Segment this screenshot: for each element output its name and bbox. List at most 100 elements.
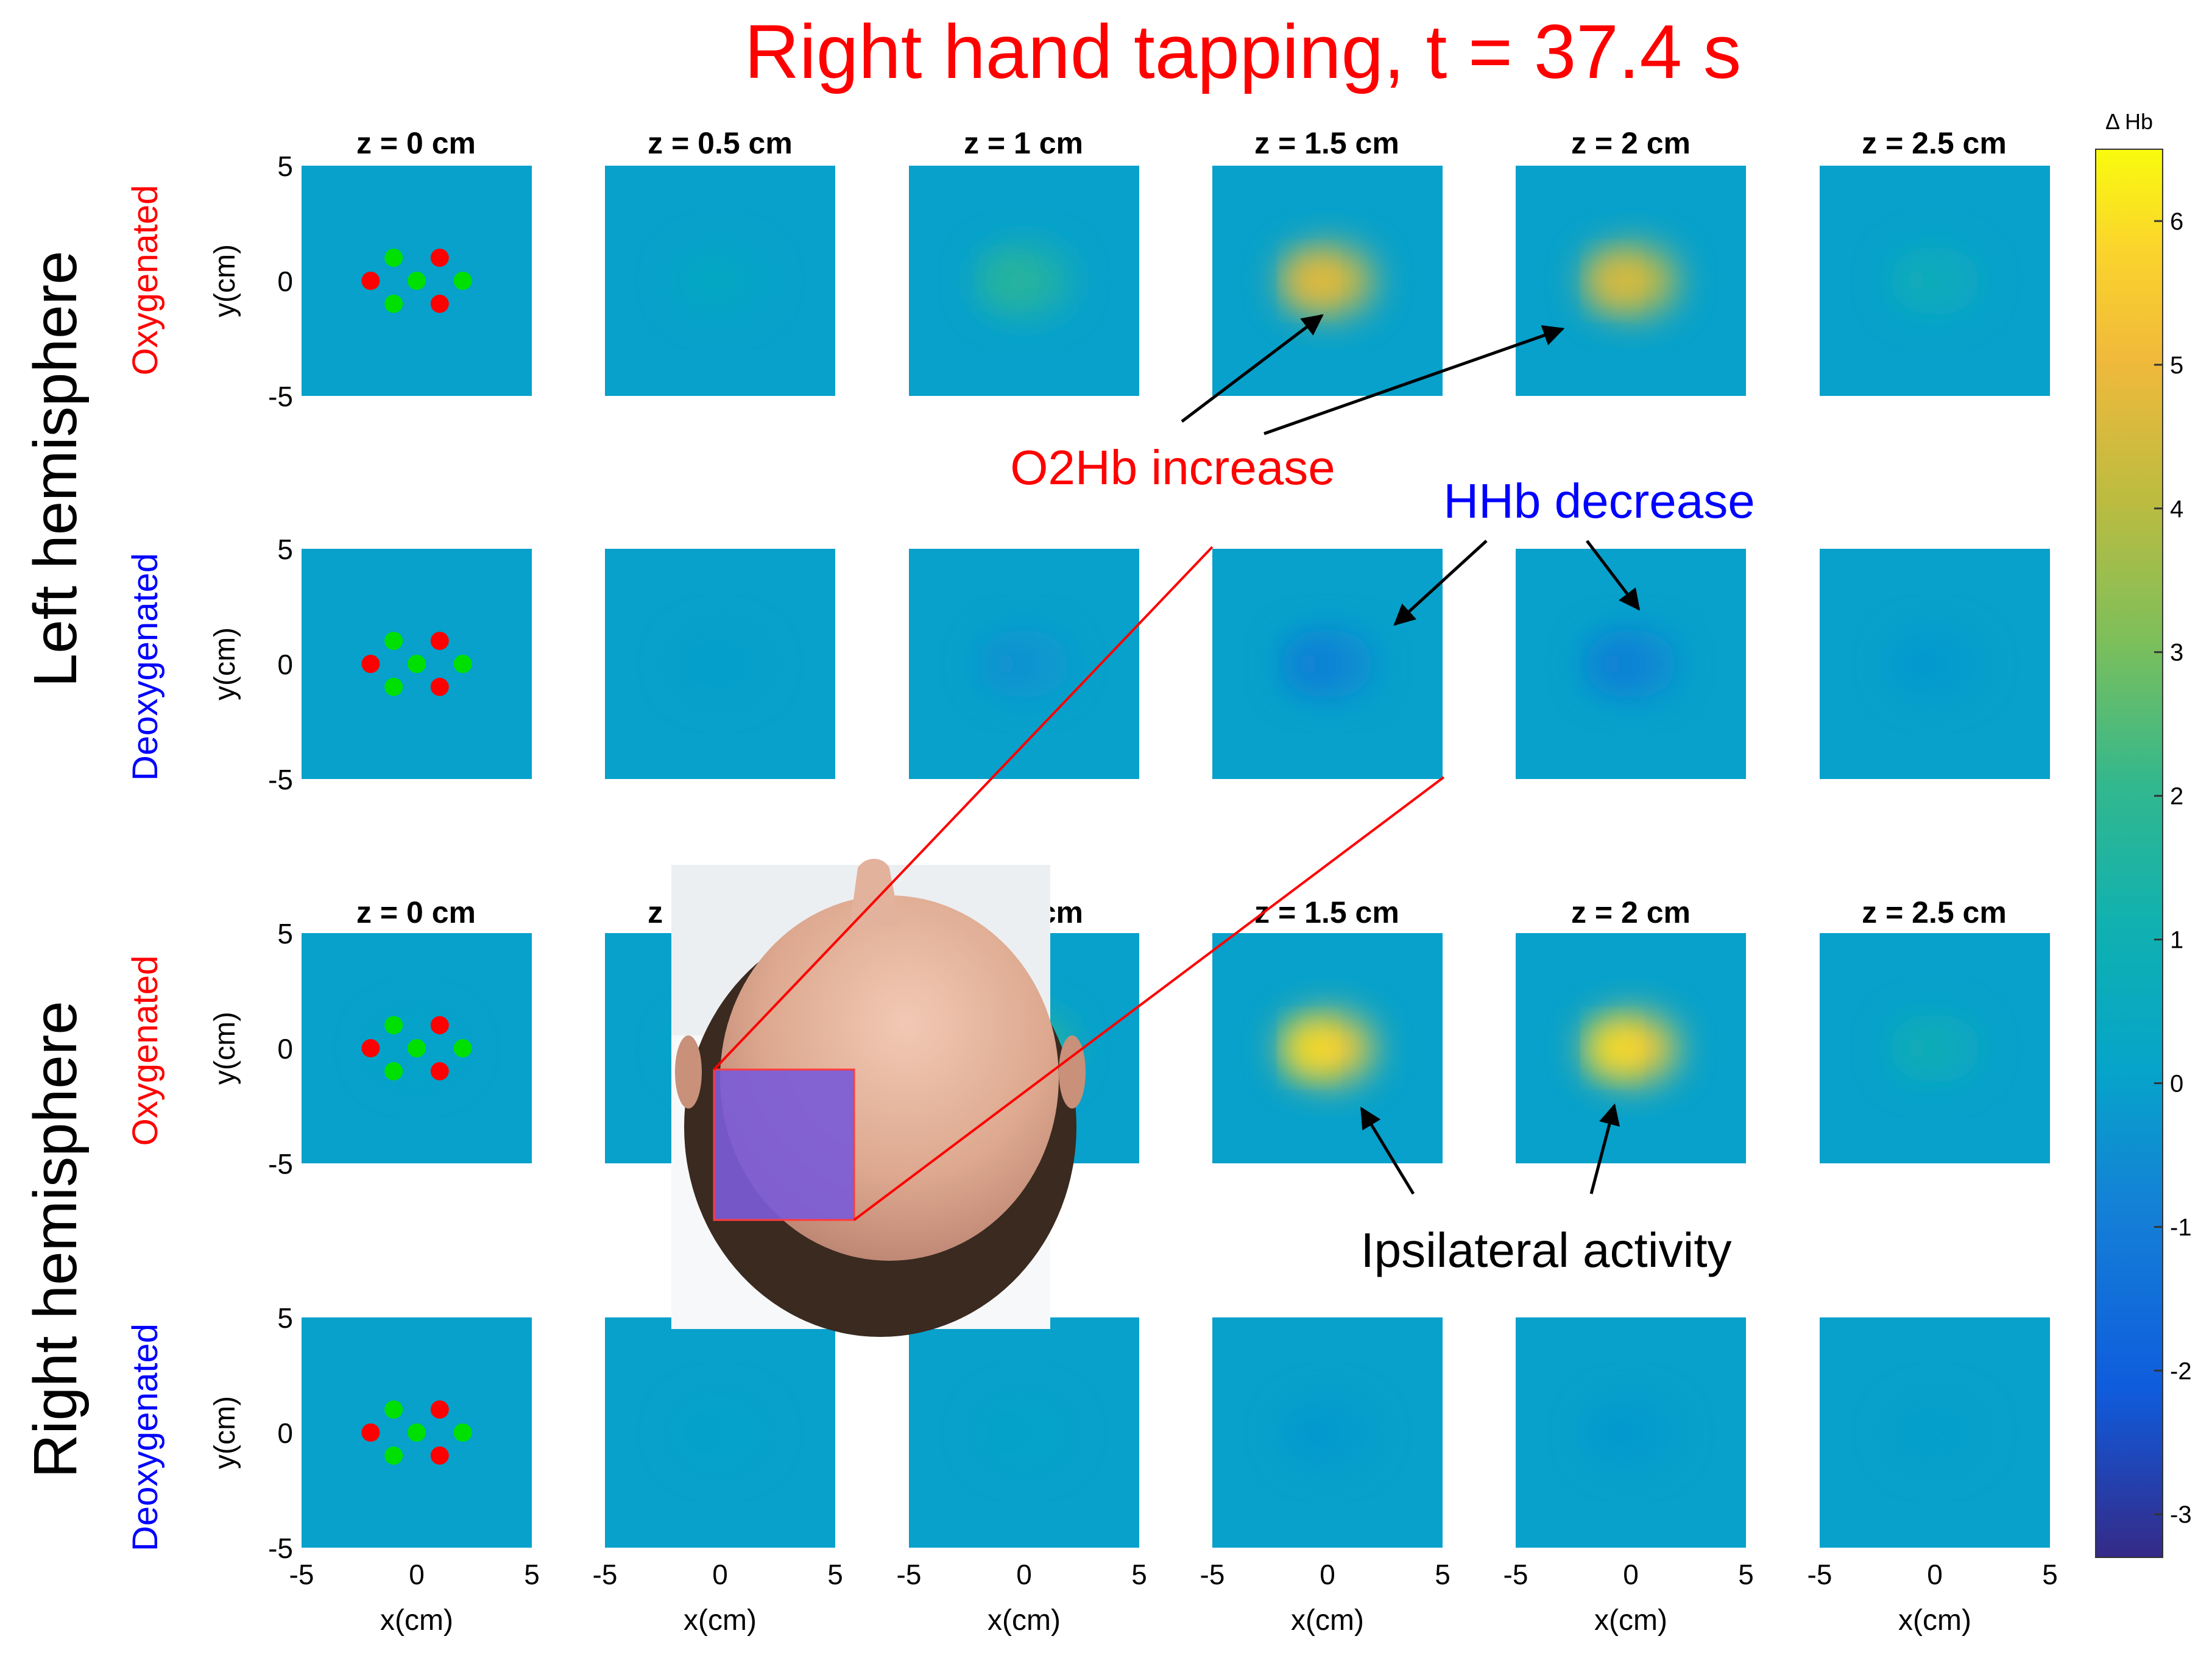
heatmap-panel [1516,1317,1746,1548]
x-tick-label: -5 [1504,1559,1528,1590]
detector-optode [408,272,426,290]
row-label-left-oxygenated: Oxygenated [125,185,165,376]
x-tick-label: 0 [1623,1559,1639,1590]
colorbar-tick-label: 2 [2170,783,2183,810]
activation-peak [685,259,718,302]
source-optode [361,655,380,673]
arrow [1360,1107,1415,1195]
x-tick-label: 5 [1738,1559,1754,1590]
depth-title: z = 0.5 cm [648,126,793,160]
heatmap-panel [605,549,835,779]
y-axis-label: y(cm) [209,1012,241,1085]
colorbar-tick-label: 6 [2170,208,2183,235]
detector-optode [384,1016,403,1035]
source-optode [430,1400,449,1419]
heatmap-panel [909,549,1139,779]
depth-title: z = 2 cm [1571,126,1691,160]
source-optode [361,272,380,290]
activation-peak [1900,643,1933,685]
y-axis-label: y(cm) [209,244,241,317]
source-optode [430,249,449,267]
heatmap-panel [1820,1317,2050,1548]
x-axis-label: x(cm) [988,1604,1061,1637]
x-tick-label: 0 [409,1559,425,1590]
x-tick-label: 0 [712,1559,728,1590]
figure-title: Right hand tapping, t = 37.4 s [744,10,1742,94]
y-tick-label: 5 [277,534,293,565]
heatmap-panel [1516,549,1746,779]
x-tick-label: 5 [827,1559,843,1590]
depth-title: z = 2.5 cm [1862,895,2007,929]
x-tick-label: -5 [289,1559,314,1590]
y-axis-label: y(cm) [209,627,241,700]
detector-optode [453,272,472,290]
y-tick-label: 5 [277,1302,293,1334]
heatmap-panel [1820,549,2050,779]
colorbar-label: Δ Hb [2105,109,2153,134]
heatmap-panel [1516,166,1746,396]
colorbar-tick-label: 5 [2170,352,2183,379]
detector-optode [384,632,403,650]
source-optode [430,632,449,650]
activation-peak [1596,259,1629,302]
source-optode [430,1446,449,1465]
y-tick-label: -5 [268,1148,293,1180]
x-tick-label: 5 [1131,1559,1147,1590]
heatmap-panel [1820,166,2050,396]
depth-titles-bottom: z = 0 cm z = 0.5 cm z = 1 cm z = 1.5 cm … [356,895,2007,929]
colorbar-tick-label: -3 [2170,1501,2192,1528]
colorbar-tick-label: -1 [2170,1214,2192,1241]
activation-peak [1596,1411,1629,1454]
x-tick-label: -5 [1807,1559,1832,1590]
heatmap-panel [605,166,835,396]
depth-title: z = 0 cm [356,126,476,160]
nose-shape [850,859,900,926]
x-axis-label: x(cm) [684,1604,757,1637]
source-optode [430,1062,449,1081]
source-optode [430,1016,449,1035]
depth-title: z = 2.5 cm [1862,126,2007,160]
heatmap-panel [909,166,1139,396]
activation-peak [1596,1027,1629,1070]
colorbar-tick-label: -2 [2170,1358,2192,1384]
heatmap-panel [1212,933,1443,1163]
y-tick-label: 5 [277,918,293,950]
heatmap-panel [1820,933,2050,1163]
x-axis-label: x(cm) [1291,1604,1364,1637]
y-tick-label: 0 [277,649,293,680]
y-tick-label: 0 [277,1033,293,1065]
source-optode [430,677,449,696]
left-hemisphere-label: Left hemisphere [21,250,90,687]
x-tick-label: 5 [2042,1559,2058,1590]
detector-optode [453,1423,472,1442]
arrow [1181,314,1324,423]
detector-optode [408,1039,426,1057]
heatmap-panel [302,166,532,396]
heatmap-panel [1212,166,1443,396]
head-overlay-image [671,859,1086,1337]
x-axis-label: x(cm) [1594,1604,1667,1637]
activation-peak [1596,643,1629,685]
x-tick-label: -5 [897,1559,922,1590]
arrow [1586,540,1641,611]
colorbar-tick-label: 4 [2170,496,2183,523]
y-tick-label: -5 [268,764,293,795]
x-tick-label: 0 [1927,1559,1943,1590]
activation-peak [989,259,1022,302]
detector-optode [408,1423,426,1442]
zoom-line [853,776,1445,1221]
colorbar-tick-label: 1 [2170,927,2183,954]
heatmap-panel [1516,933,1746,1163]
y-tick-label: -5 [268,1532,293,1564]
colorbar-tick-label: 3 [2170,640,2183,666]
heatmap-panel [909,1317,1139,1548]
source-optode [430,294,449,313]
activation-peak [382,1027,415,1070]
x-tick-label: 0 [1320,1559,1335,1590]
depth-title: z = 1.5 cm [1254,126,1399,160]
detector-optode [384,249,403,267]
ear-right [1059,1035,1086,1109]
row-label-right-deoxygenated: Deoxygenated [125,1324,165,1551]
highlight-region [713,1068,855,1221]
